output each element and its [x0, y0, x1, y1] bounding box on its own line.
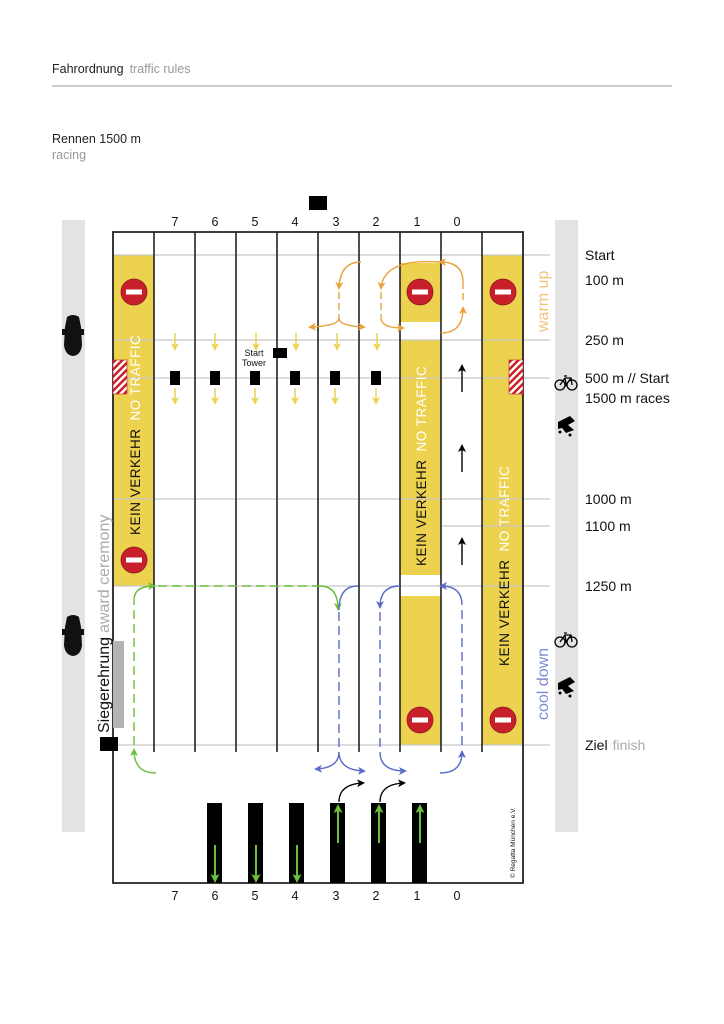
warm-up-label: warm up	[535, 271, 552, 333]
no-entry-icon	[489, 278, 517, 306]
distance-label: 250 m	[585, 332, 624, 348]
distance-label: 100 m	[585, 272, 624, 288]
no-entry-icon	[406, 706, 434, 734]
lane-number-bottom: 1	[414, 889, 421, 903]
course-frame	[112, 231, 524, 884]
lane-number-bottom: 0	[454, 889, 461, 903]
lane-number-bottom: 5	[252, 889, 259, 903]
lane-number-bottom: 3	[333, 889, 340, 903]
distance-label: 1500 m races	[585, 390, 670, 406]
no-entry-icon	[120, 278, 148, 306]
lane-number-bottom: 7	[172, 889, 179, 903]
distance-lines	[113, 254, 550, 746]
section-subtitle: racing	[52, 148, 86, 162]
exit-arrows	[338, 779, 406, 803]
award-pontoon	[100, 737, 118, 751]
award-route	[130, 582, 342, 774]
distance-label: 1000 m	[585, 491, 632, 507]
lane-number-top: 7	[172, 215, 179, 229]
no-entry-icon	[120, 546, 148, 574]
barrier-hatched	[508, 359, 524, 395]
left-road	[62, 220, 85, 832]
lane-number-top: 2	[373, 215, 380, 229]
right-path	[555, 220, 578, 832]
start-tower-label: Tower	[242, 358, 266, 368]
no-traffic-label: KEIN VERKEHRNO TRAFFIC	[128, 335, 143, 535]
award-platform	[113, 641, 124, 728]
lane-number-top: 5	[252, 215, 259, 229]
lane-number-top: 6	[212, 215, 219, 229]
lane-number-top: 3	[333, 215, 340, 229]
cool-down-label: cool down	[535, 648, 552, 720]
award-ceremony-label: Siegerehrungaward ceremony	[96, 515, 113, 733]
lane-lines	[153, 232, 483, 752]
lane-number-bottom: 4	[292, 889, 299, 903]
distance-label: Start	[585, 247, 615, 263]
no-traffic-label: KEIN VERKEHRNO TRAFFIC	[497, 466, 512, 666]
cool-down-route	[314, 582, 466, 775]
judge-boat	[309, 196, 327, 210]
landing-pontoons	[207, 803, 427, 883]
start-pontoons	[170, 333, 381, 405]
distance-label: 500 m // Start	[585, 370, 669, 386]
header-subtitle: traffic rules	[130, 62, 191, 76]
start-tower-label: Start	[244, 348, 264, 358]
warm-up-route	[308, 258, 467, 334]
barrier-hatched	[112, 359, 128, 395]
distance-label: 1100 m	[585, 518, 631, 534]
distance-label: 1250 m	[585, 578, 632, 594]
lane-number-top: 0	[454, 215, 461, 229]
no-entry-icon	[489, 706, 517, 734]
lane-number-bottom: 6	[212, 889, 219, 903]
copyright: © Regatta München e.V.	[509, 807, 517, 878]
lane-number-top: 4	[292, 215, 299, 229]
no-traffic-label: KEIN VERKEHRNO TRAFFIC	[414, 366, 429, 566]
start-tower	[273, 348, 287, 358]
section-title: Rennen 1500 m	[52, 132, 141, 146]
lane-number-bottom: 2	[373, 889, 380, 903]
lane-number-top: 1	[414, 215, 421, 229]
no-entry-icon	[406, 278, 434, 306]
